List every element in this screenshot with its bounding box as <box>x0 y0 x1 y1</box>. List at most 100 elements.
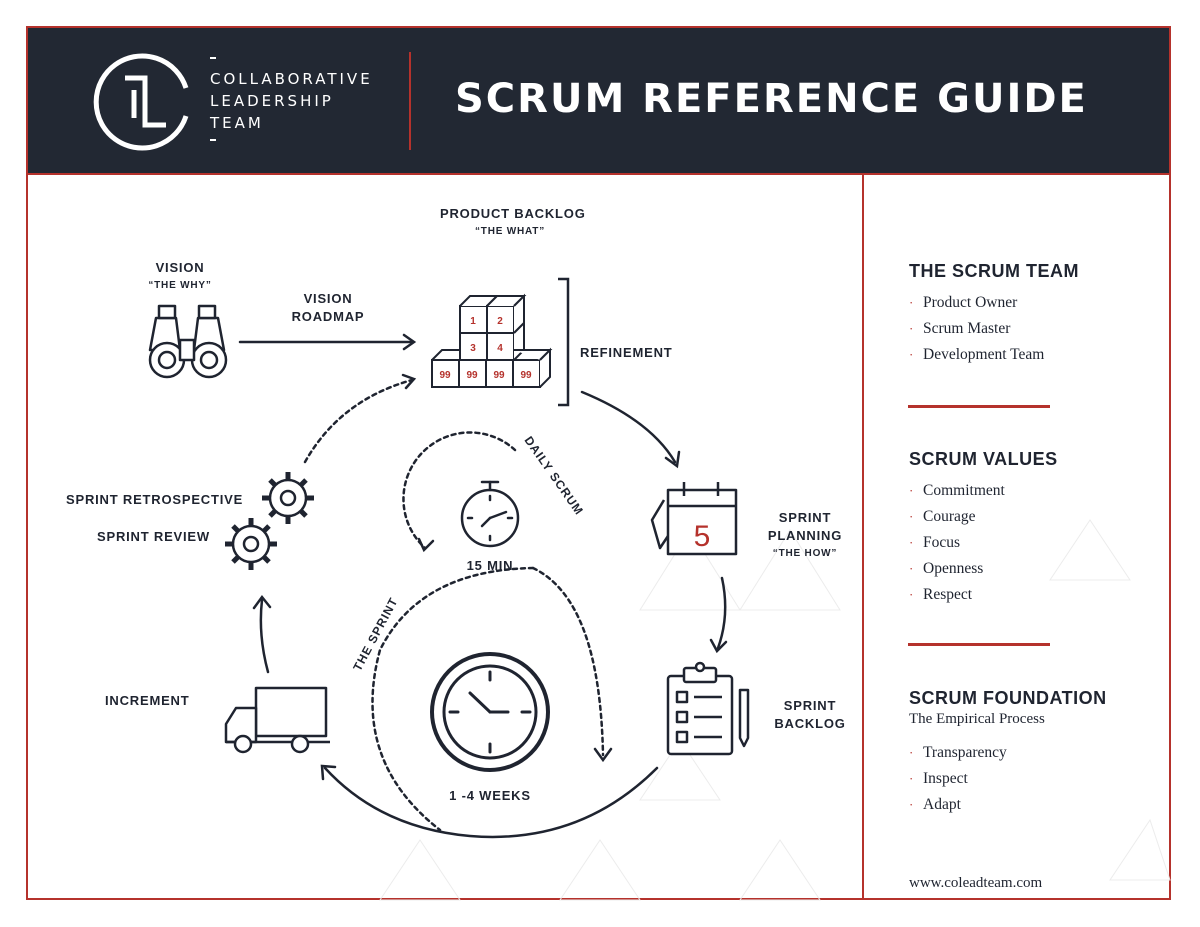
arrow-retro-to-backlog <box>303 378 414 464</box>
vision-roadmap-line: ROADMAP <box>291 309 365 324</box>
scrum-foundation-list: · Transparency · Inspect · Adapt <box>909 740 1007 818</box>
backlog-boxes-icon <box>431 293 553 388</box>
arrow-sprint-to-increment <box>323 766 659 839</box>
bullet-icon: · <box>909 771 914 786</box>
gear-icon <box>225 518 277 570</box>
bullet-icon: · <box>909 483 914 498</box>
the-sprint-label: THE SPRINT <box>350 595 401 673</box>
section-divider <box>908 643 1050 646</box>
fifteen-min-label: 15 MIN <box>466 558 514 573</box>
vision-title: VISION <box>155 260 205 275</box>
box-label: 3 <box>470 343 476 354</box>
binoculars-icon <box>148 304 228 379</box>
scrum-foundation-subtitle: The Empirical Process <box>909 711 1045 727</box>
refinement-label: REFINEMENT <box>580 345 673 360</box>
sprint-backlog-line: SPRINT <box>783 698 837 713</box>
list-item: ·Development Team <box>909 342 1044 368</box>
clipboard-icon <box>666 661 750 756</box>
logo-icon <box>93 53 216 151</box>
refinement-bracket <box>558 277 570 407</box>
list-item-text: Openness <box>923 560 984 577</box>
header-divider <box>409 52 411 150</box>
arrow-increment-to-review <box>259 598 270 674</box>
list-item-text: Focus <box>923 534 961 551</box>
scrum-values-heading: SCRUM VALUES <box>909 449 1058 469</box>
bullet-icon: · <box>909 321 914 336</box>
list-item-text: Commitment <box>923 482 1005 499</box>
bullet-icon: · <box>909 561 914 576</box>
list-item: · Commitment <box>909 478 1005 504</box>
list-item-text: Transparency <box>923 744 1007 761</box>
calendar-icon <box>650 482 738 556</box>
scrum-team-heading: THE SCRUM TEAM <box>909 261 1079 281</box>
list-item: · Respect <box>909 582 1005 608</box>
bullet-icon: · <box>909 587 914 602</box>
arrowhead <box>320 764 337 781</box>
sprint-loop-right <box>531 566 605 757</box>
flow-arrows <box>238 333 728 839</box>
org-name-line: TEAM <box>210 114 264 132</box>
box-label: 99 <box>466 370 478 381</box>
list-item-text: Scrum Master <box>923 320 1011 337</box>
bullet-icon: · <box>909 509 914 524</box>
list-item: · Scrum Master <box>909 316 1044 342</box>
bullet-icon: · <box>909 347 914 362</box>
arrowhead <box>252 594 272 610</box>
product-backlog-title: PRODUCT BACKLOG <box>440 206 586 221</box>
product-backlog-label: PRODUCT BACKLOG “THE WHAT” <box>440 205 586 241</box>
list-item: · Openness <box>909 556 1005 582</box>
product-backlog-subtitle: “THE WHAT” <box>474 226 546 237</box>
background-pattern <box>379 519 1171 901</box>
weeks-label: 1 -4 WEEKS <box>449 788 531 803</box>
clock-icon <box>430 652 550 772</box>
truck-icon <box>224 686 330 754</box>
vision-roadmap-line: VISION <box>303 291 353 306</box>
bullet-icon: · <box>909 535 914 550</box>
list-item-text: Inspect <box>923 770 968 787</box>
bullet-icon: · <box>909 745 914 760</box>
arrowhead <box>664 450 681 469</box>
sprint-planning-subtitle: “THE HOW” <box>772 548 838 559</box>
list-item: · Transparency <box>909 740 1007 766</box>
box-label: 1 <box>470 316 476 327</box>
sprint-backlog-line: BACKLOG <box>774 716 846 731</box>
stopwatch-icon <box>460 480 520 548</box>
sprint-review-label: SPRINT REVIEW <box>97 529 210 544</box>
vision-label: VISION “THE WHY” <box>130 259 230 295</box>
bullet-icon: · <box>909 797 914 812</box>
list-item-text: Product Owner <box>923 294 1018 311</box>
list-item-text: Respect <box>923 586 973 603</box>
page-frame <box>26 26 1171 900</box>
list-item-text: Adapt <box>923 796 961 813</box>
list-item: · Product Owner <box>909 290 1044 316</box>
scrum-values-list: · Commitment · Courage · Focus · Openness · R… <box>909 478 1005 608</box>
box-label: 99 <box>493 370 505 381</box>
page-title: SCRUM REFERENCE GUIDE <box>455 76 1088 122</box>
sidebar-divider <box>862 175 864 900</box>
sprint-backlog-label: SPRINT BACKLOG <box>768 697 852 733</box>
box-label: 99 <box>439 370 451 381</box>
box-label: 2 <box>497 316 503 327</box>
sprint-loop-left <box>371 566 535 832</box>
daily-scrum-loop <box>402 431 517 550</box>
org-name: COLLABORATIVE LEADERSHIP TEAM <box>210 68 373 134</box>
list-item: · Adapt <box>909 792 1007 818</box>
bullet-icon: · <box>909 295 914 310</box>
list-item-text: Courage <box>923 508 976 525</box>
calendar-day: 5 <box>694 520 711 553</box>
box-label: 99 <box>520 370 532 381</box>
dotted-arrowheads <box>401 373 613 763</box>
box-label: 4 <box>497 343 503 354</box>
org-name-line: LEADERSHIP <box>210 92 334 110</box>
daily-scrum-label: DAILY SCRUM <box>522 434 587 518</box>
scrum-foundation-heading: SCRUM FOUNDATION <box>909 688 1107 708</box>
list-item: · Inspect <box>909 766 1007 792</box>
org-name-line: COLLABORATIVE <box>210 70 373 88</box>
vision-roadmap-label: VISION ROADMAP <box>278 290 378 326</box>
arrow-backlog-to-planning <box>580 390 677 464</box>
website-link[interactable]: www.coleadteam.com <box>909 875 1043 891</box>
scrum-team-list: · Product Owner · Scrum Master ·Developmen… <box>909 290 1044 368</box>
arrowhead <box>402 333 417 351</box>
gear-icon <box>262 472 314 524</box>
